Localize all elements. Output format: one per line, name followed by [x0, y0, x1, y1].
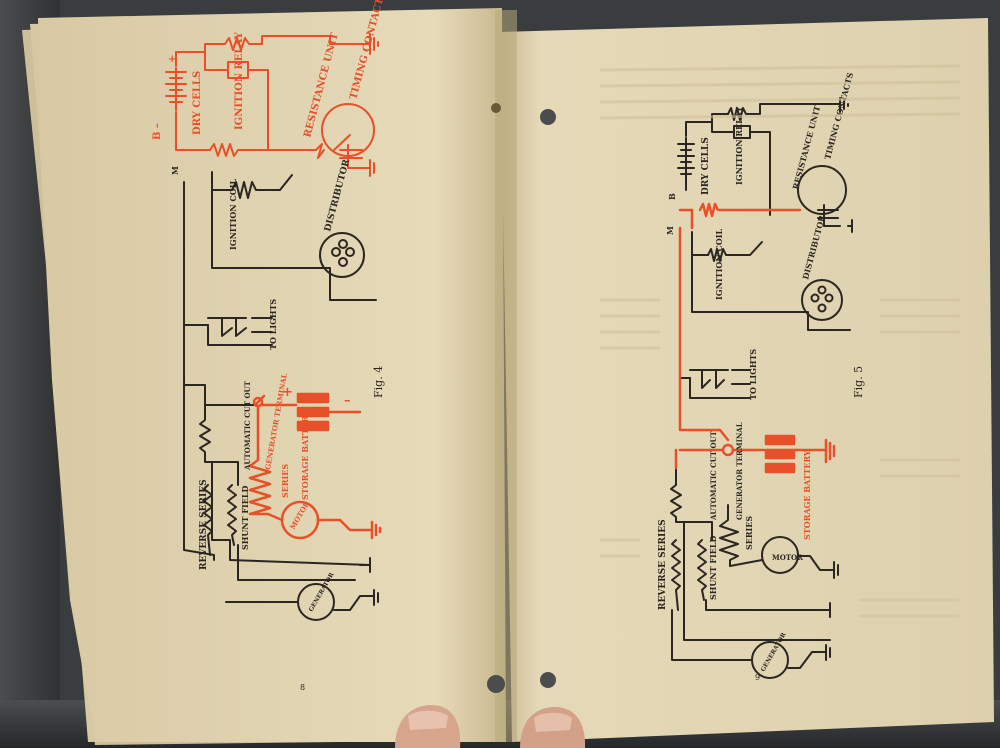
right-label-b: B	[667, 193, 677, 200]
left-main-circuit-black	[183, 171, 379, 621]
right-label-m: M	[665, 226, 675, 235]
left-label-battery-plus: +	[282, 385, 293, 400]
left-page-number: 8	[300, 683, 305, 692]
right-red-circuit	[674, 202, 836, 474]
right-label-to-lights: TO LIGHTS	[748, 349, 758, 400]
right-label-automatic-cut-out: AUTOMATIC CUT OUT	[709, 430, 718, 521]
left-label-dry-cells: DRY CELLS	[192, 71, 203, 135]
left-label-reverse-series: REVERSE SERIES	[199, 479, 209, 570]
thumbs	[395, 705, 586, 748]
left-figure-caption: Fig. 4	[372, 366, 385, 398]
right-label-motor: MOTOR	[772, 553, 803, 562]
right-label-ignition-coil: IGNITION COIL	[714, 229, 724, 300]
left-label-m: M	[170, 166, 180, 175]
right-label-shunt-field: SHUNT FIELD	[708, 535, 718, 600]
right-label-ignition-relay: IGNITION RELAY	[734, 106, 744, 185]
right-label-dry-cells: DRY CELLS	[701, 137, 711, 195]
left-label-shunt-field: SHUNT FIELD	[240, 485, 250, 550]
punch-holes	[487, 103, 556, 693]
left-label-storage-battery: STORAGE BATTERY	[300, 410, 310, 500]
bleed-through-text	[599, 64, 961, 618]
left-label-ignition-relay: IGNITION RELAY	[234, 31, 245, 130]
right-label-reverse-series: REVERSE SERIES	[658, 519, 668, 610]
left-label-ignition-coil: IGNITION COIL	[228, 179, 238, 250]
spine-shadow	[495, 10, 517, 742]
right-label-storage-battery: STORAGE BATTERY	[802, 450, 812, 540]
left-label-battery-minus: –	[344, 393, 351, 408]
right-page	[500, 18, 994, 742]
left-label-to-lights: TO LIGHTS	[268, 299, 278, 350]
left-ignition-circuit-red	[165, 35, 375, 169]
right-figure-caption: Fig. 5	[852, 366, 865, 398]
left-charging-circuit-red	[248, 392, 382, 540]
left-label-plus: +	[168, 54, 176, 65]
right-ignition-circuit-black	[670, 97, 853, 679]
left-label-series: SERIES	[280, 464, 290, 498]
left-label-automatic-cut-out: AUTOMATIC CUT OUT	[243, 380, 252, 471]
right-label-series: SERIES	[744, 516, 754, 550]
right-label-generator-terminal: GENERATOR TERMINAL	[735, 422, 744, 520]
left-label-b-minus: B –	[152, 123, 163, 140]
right-page-number: 9	[755, 673, 760, 682]
left-page	[38, 8, 506, 742]
